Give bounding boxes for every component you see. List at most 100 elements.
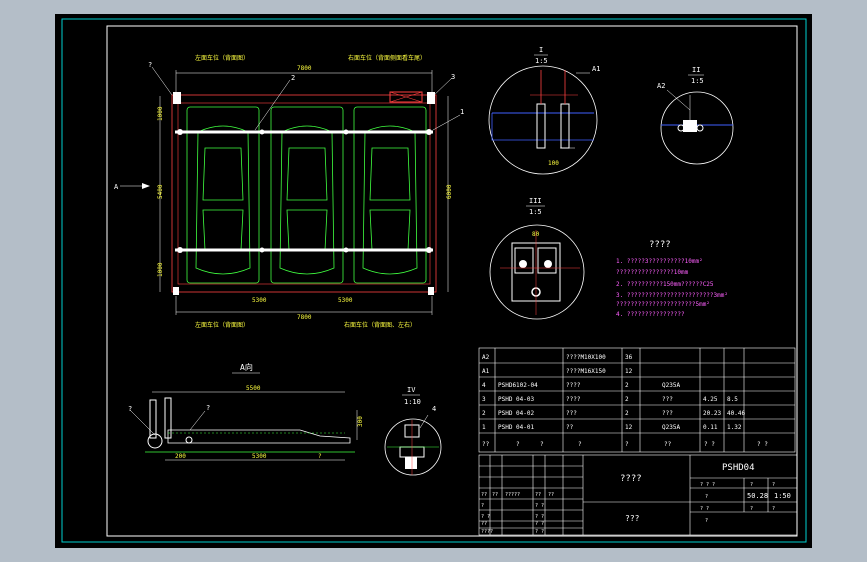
title-block-cell: ? — [772, 506, 775, 512]
bom-cell: PSHD 04-03 — [498, 396, 535, 403]
title-block-drawing-no: PSHD04 — [722, 463, 755, 473]
bom-cell: ???? — [566, 396, 581, 403]
notes-line-2: ????????????????10mm — [616, 269, 689, 276]
dim-bottom: 7800 — [297, 314, 312, 321]
bom-cell: 8.5 — [727, 396, 738, 403]
bom-cell: ???? — [566, 382, 581, 389]
detail-IV-label: IV — [407, 386, 416, 394]
bom-header-cell: ? — [540, 441, 544, 448]
bom-cell: 2 — [625, 410, 629, 417]
dim-left-top: 1000 — [157, 106, 164, 121]
title-block-cell: ?? — [492, 492, 498, 498]
title-block-cell: ? — [772, 482, 775, 488]
notes-line-1: 1. ?????3??????????10mm² — [616, 258, 703, 265]
title-block-scale: 1:50 — [774, 492, 791, 500]
bom-cell: ??? — [662, 396, 673, 403]
dim-right-mid: 6000 — [446, 184, 453, 199]
bom-cell: A1 — [482, 368, 490, 375]
bom-cell: 2 — [482, 410, 486, 417]
title-block-cell: ? — [705, 518, 708, 524]
detail-I: I 1:5 A1 100 — [488, 46, 600, 175]
bottom-label-right: 右面车位（背面图、左右） — [344, 321, 416, 329]
bom-cell: PSHD6102-04 — [498, 382, 538, 389]
title-block-name: ???? — [620, 474, 642, 484]
bom-cell: PSHD 04-02 — [498, 410, 535, 417]
bom-header-cell: ? — [516, 441, 520, 448]
dim-left-bottom: 1000 — [157, 262, 164, 277]
bom-cell: 36 — [625, 354, 633, 361]
callout-2: 2 — [291, 74, 295, 82]
dim-left-mid: 5400 — [157, 184, 164, 199]
title-block-cell: ? — [705, 494, 708, 500]
bom-cell: PSHD 04-01 — [498, 424, 535, 431]
title-block-cell: ? ? — [481, 514, 490, 520]
detail-II-scale: 1:5 — [691, 77, 704, 85]
title-block-weight: 50.28 — [747, 492, 768, 500]
title-block-cell: ? ? — [535, 503, 544, 509]
title-block-cell: ? — [481, 503, 484, 509]
title-block-left-cells: ??????????????? ???? ?? ?? ?????? ? — [481, 492, 554, 535]
title-block-company: ??? — [625, 514, 640, 523]
title-block — [478, 454, 798, 536]
bom-cell: 4 — [482, 382, 486, 389]
title-block-cell: ? ? — [700, 506, 709, 512]
bom-header-cell: ?? — [482, 441, 490, 448]
bom-header-cell: ? — [578, 441, 582, 448]
bom-cell: 20.23 — [703, 410, 721, 417]
title-block-cell: ???? — [481, 529, 493, 535]
view-A: A向 5500 ? 200 5300 ? 300 ? — [128, 362, 364, 461]
dim-top: 7800 — [297, 65, 312, 72]
detail-I-tag: A1 — [592, 65, 600, 73]
bom-cell: Q235A — [662, 382, 680, 389]
bom-header-cell: ? — [625, 441, 629, 448]
detail-II: II 1:5 A2 — [657, 66, 734, 165]
bom-cell: ????M16X150 — [566, 368, 606, 375]
bom-cell: 40.46 — [727, 410, 745, 417]
detail-III-dim: 80 — [532, 231, 540, 238]
bom-cell: 12 — [625, 424, 633, 431]
title-block-cell: ?? — [548, 492, 554, 498]
callout-3: 3 — [451, 73, 455, 81]
top-label-left: 左面车位（背面图） — [195, 54, 249, 62]
bom-cell: 1 — [482, 424, 486, 431]
detail-I-dim: 100 — [548, 160, 559, 167]
bom-cell: 3 — [482, 396, 486, 403]
detail-IV-scale: 1:10 — [404, 398, 421, 406]
detail-I-scale: 1:5 — [535, 57, 548, 65]
title-block-cell: ????? — [505, 492, 520, 498]
notes-title: ???? — [649, 240, 671, 250]
top-label-right: 右面车位（背面侧面看车尾） — [348, 54, 426, 62]
bom-cell: 12 — [625, 368, 633, 375]
bom-header-cell: ? ? — [704, 441, 715, 448]
bom-cell: 0.11 — [703, 424, 718, 431]
bom-cell: 2 — [625, 382, 629, 389]
title-block-cell: ?? — [535, 492, 541, 498]
title-block-cell: ? — [750, 482, 753, 488]
title-block-right-cells: ? ? ??? ? ????? — [700, 482, 775, 524]
title-block-cell: ? ? — [535, 529, 544, 535]
title-block-cell: ? ? — [535, 514, 544, 520]
detail-IV-callout: 4 — [432, 405, 436, 413]
bom-cell: 4.25 — [703, 396, 718, 403]
bom-cell: ??? — [662, 410, 673, 417]
view-A-callout: ? — [206, 404, 210, 412]
bottom-label-left: 左面车位（背面图） — [195, 321, 249, 329]
bom-header-cell: ?? — [664, 441, 672, 448]
bom-header-cell: ? ? — [757, 441, 768, 448]
outer-frame — [61, 18, 807, 543]
title-block-cell: ? ? ? — [700, 482, 715, 488]
view-A-dim-left: 200 — [175, 453, 186, 460]
detail-III: III 1:5 80 — [489, 197, 585, 320]
title-block-cell: ?? — [481, 492, 487, 498]
detail-IV: IV 1:10 4 — [384, 386, 442, 476]
plan-view: A 2 3 1 ? 左面车位（背面图） 右面车位（背面侧面看车尾） 左面车位（背… — [114, 54, 464, 329]
view-A-dim-height: 300 — [357, 416, 364, 427]
view-arrow-label: A — [114, 183, 119, 191]
notes-line-3: 2. ??????????150mm??????C25 — [616, 281, 714, 288]
detail-III-scale: 1:5 — [529, 208, 542, 216]
bom-cell: ?? — [566, 424, 574, 431]
bom-cell: ??? — [566, 410, 577, 417]
title-block-cell: ? — [750, 506, 753, 512]
title-block-cell: ? ? — [535, 521, 544, 527]
